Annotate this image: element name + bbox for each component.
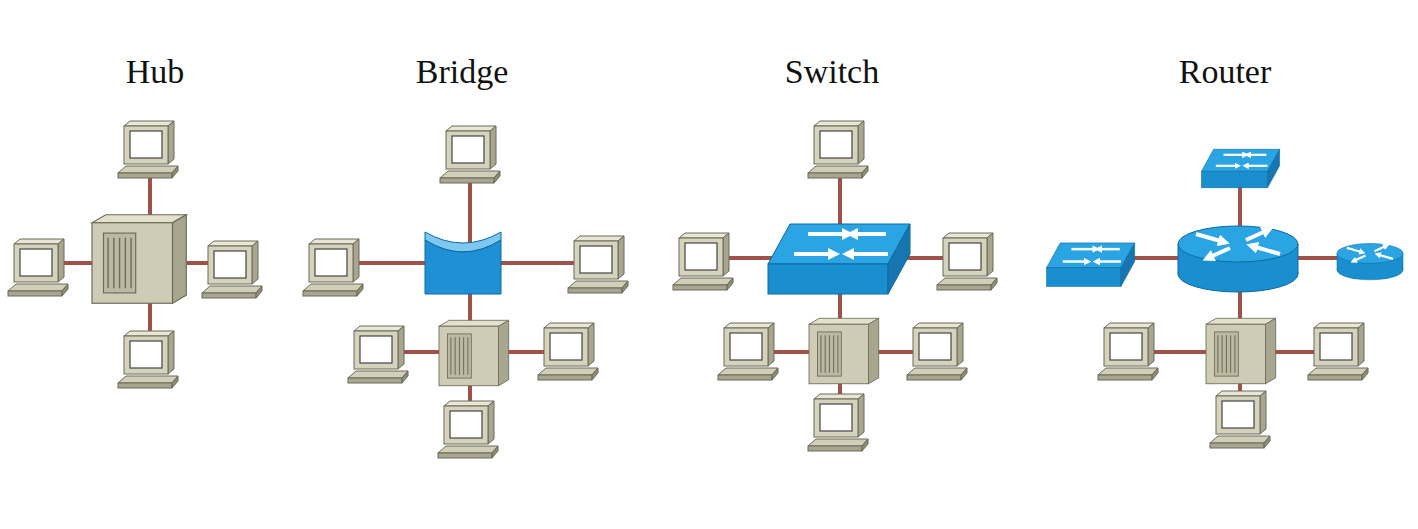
switch-panel <box>673 121 997 451</box>
panel-title: Switch <box>785 53 879 90</box>
bridge-panel <box>303 126 628 458</box>
panel-title: Router <box>1179 53 1272 90</box>
panel-title: Bridge <box>416 53 509 90</box>
network-cables <box>60 168 1370 430</box>
hub-panel <box>8 121 262 388</box>
router-panel <box>1047 149 1403 448</box>
panel-title: Hub <box>126 53 185 90</box>
bridge-symbol <box>425 232 501 294</box>
